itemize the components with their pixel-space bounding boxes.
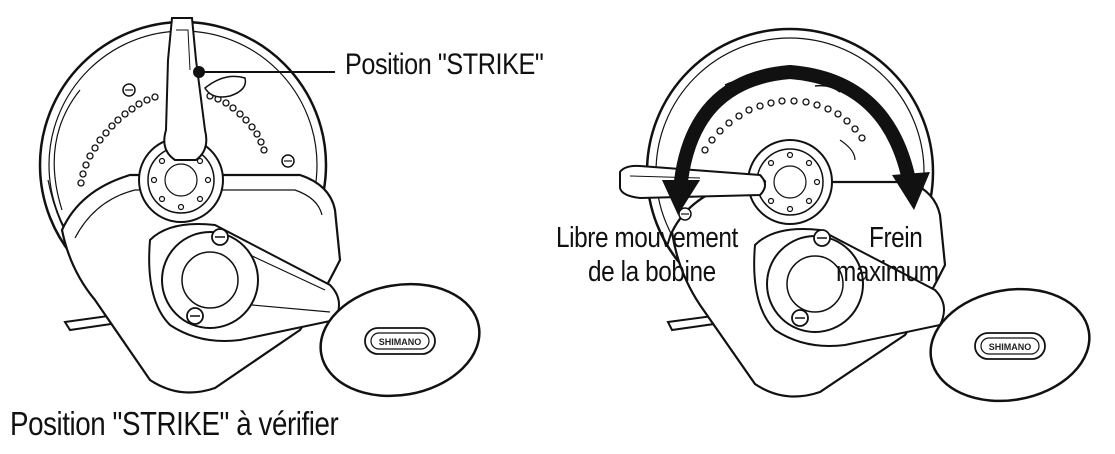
- left-knob-brand: SHIMANO: [379, 337, 422, 347]
- left-drag-scale: [77, 92, 268, 187]
- right-drag-scale: [701, 97, 866, 154]
- drag-range-arrow: [662, 64, 930, 215]
- strike-position-label: Position "STRIKE": [345, 48, 544, 81]
- max-brake-label-line2: maximum: [836, 256, 939, 288]
- free-spool-label-line2: de la bobine: [588, 256, 716, 288]
- strike-check-caption: Position "STRIKE" à vérifier: [10, 405, 339, 442]
- left-reel: [38, 17, 481, 398]
- right-knob-brand: SHIMANO: [989, 342, 1032, 352]
- free-spool-label-line1: Libre mouvement: [556, 222, 738, 254]
- strike-leader-line: [193, 66, 335, 78]
- max-brake-label-line1: Frein: [869, 222, 923, 254]
